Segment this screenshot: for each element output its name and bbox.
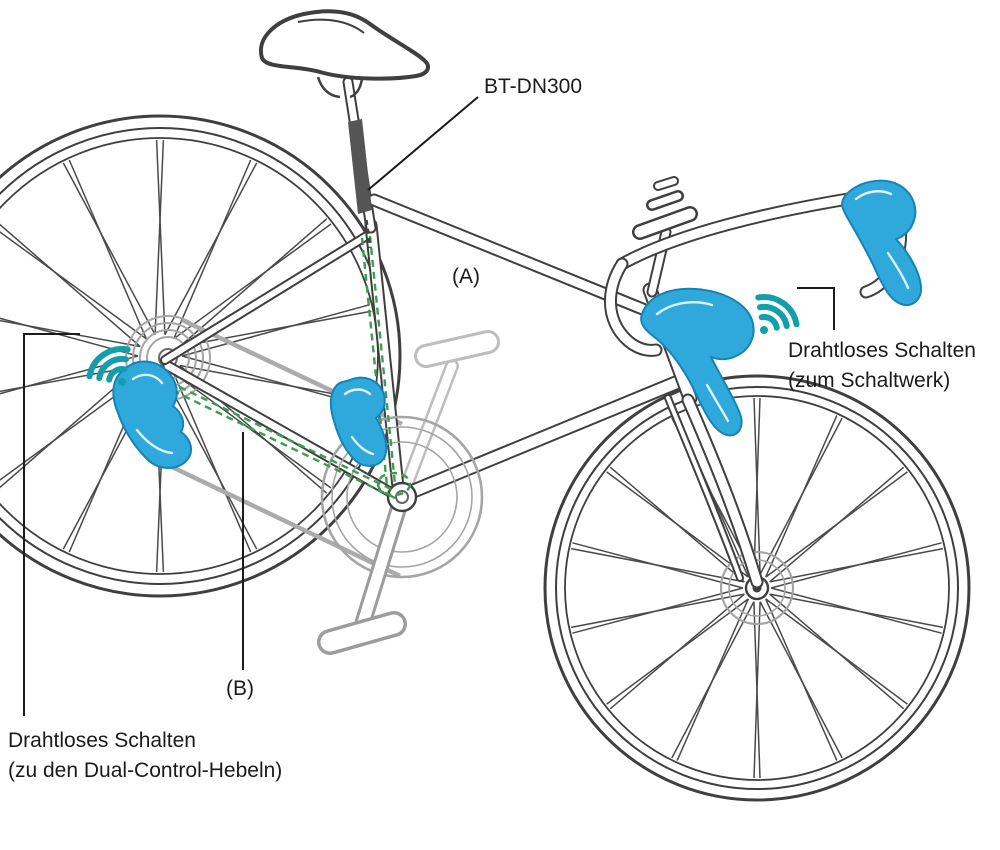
wireless-right-label-line2: (zum Schaltwerk) [788, 369, 951, 392]
label-b: (B) [226, 677, 254, 700]
rear-derailleur [112, 360, 193, 469]
right-dual-control-lever [841, 179, 923, 306]
rear-wheel [0, 114, 402, 598]
wireless-left-label-line2: (zu den Dual-Control-Hebeln) [8, 759, 283, 782]
wireless-signal-icon [755, 294, 800, 334]
wireless-left-label-line1: Drahtloses Schalten [8, 729, 196, 752]
left-dual-control-lever [640, 287, 755, 437]
wireless-right-label-line1: Drahtloses Schalten [788, 339, 976, 362]
label-leader-lines [23, 96, 835, 716]
saddle [258, 9, 430, 99]
label-a: (A) [452, 265, 480, 288]
wireless-left-label: Drahtloses Schalten (zu den Dual-Control… [8, 726, 282, 786]
battery-label: BT-DN300 [484, 75, 583, 98]
wireless-right-label: Drahtloses Schalten (zum Schaltwerk) [788, 336, 976, 396]
wireless-signal-icon [86, 346, 131, 386]
rear-wheel-spokes [0, 139, 372, 573]
front-derailleur [329, 376, 388, 467]
battery-bt-dn300 [348, 119, 372, 249]
